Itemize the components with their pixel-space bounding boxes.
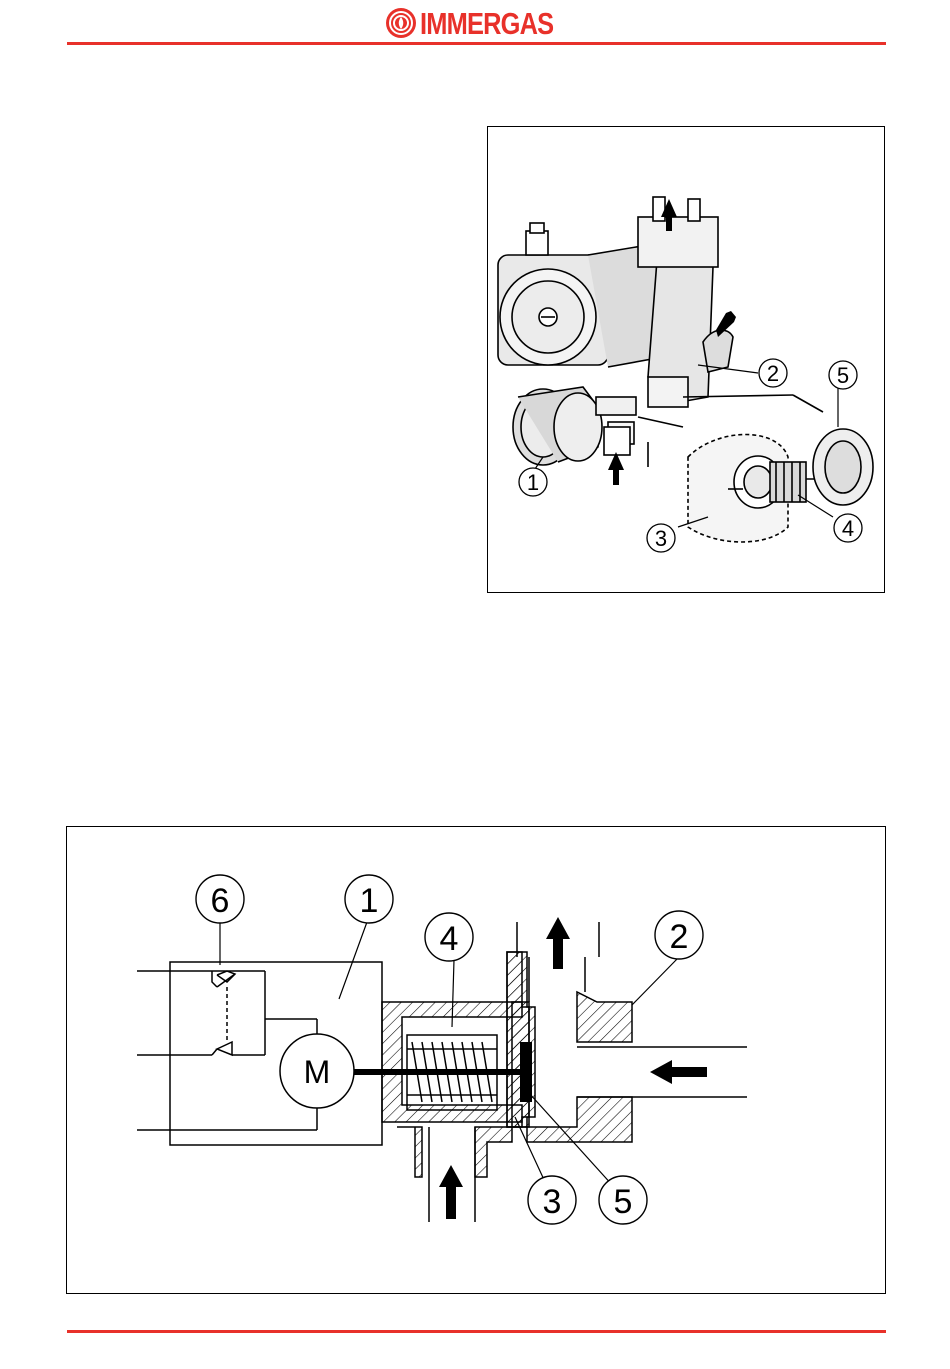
schema-callout-4: 4: [425, 913, 473, 961]
schema-callout-5: 5: [599, 1176, 647, 1224]
motor: M: [280, 1034, 354, 1108]
svg-text:5: 5: [614, 1183, 633, 1221]
brand-name: IMMERGAS: [420, 8, 553, 39]
svg-text:2: 2: [670, 918, 689, 956]
schema-callout-6: 6: [196, 875, 244, 923]
svg-text:M: M: [304, 1054, 331, 1090]
svg-text:3: 3: [543, 1183, 562, 1221]
callout-3: 3: [647, 524, 675, 552]
callout-5: 5: [829, 361, 857, 389]
schema-callout-1: 1: [345, 875, 393, 923]
callout-1: 1: [519, 468, 547, 496]
svg-text:5: 5: [837, 363, 849, 388]
flame-logo-icon: [385, 7, 417, 39]
svg-text:4: 4: [440, 920, 459, 958]
immergas-logo: IMMERGAS: [385, 6, 583, 40]
svg-text:4: 4: [842, 516, 854, 541]
svg-text:2: 2: [767, 361, 779, 386]
page-header: IMMERGAS: [0, 0, 950, 60]
callout-2: 2: [759, 359, 787, 387]
header-rule: [67, 42, 886, 45]
pump-valve-illustration: 1 2 3 4 5: [487, 126, 885, 593]
svg-text:3: 3: [655, 526, 667, 551]
callout-4: 4: [834, 514, 862, 542]
schema-callout-2: 2: [655, 911, 703, 959]
footer-rule: [67, 1330, 886, 1333]
svg-text:6: 6: [211, 882, 230, 920]
svg-text:1: 1: [360, 882, 379, 920]
schema-callout-3: 3: [528, 1176, 576, 1224]
schematic-drawing: M: [67, 827, 885, 1293]
svg-text:1: 1: [527, 470, 539, 495]
diverter-valve-schematic: M: [66, 826, 886, 1294]
pump-valve-drawing: 1 2 3 4 5: [488, 127, 884, 592]
